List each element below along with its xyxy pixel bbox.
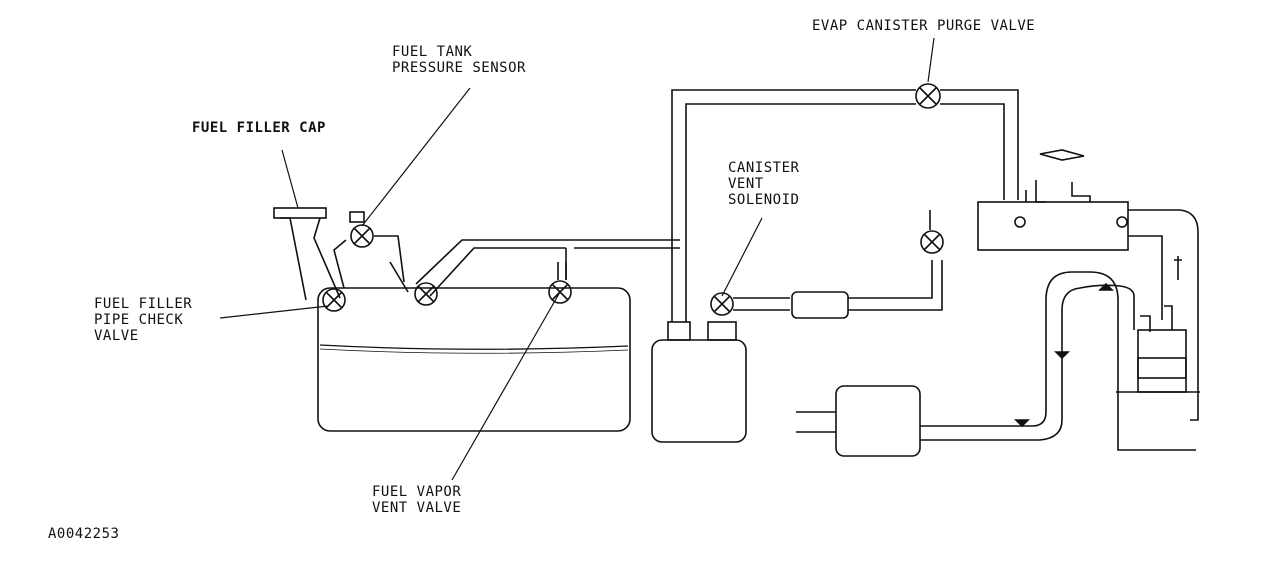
canister-vent-solenoid-label: CANISTER VENT SOLENOID	[728, 160, 799, 208]
vent-valve-symbols	[414, 262, 572, 306]
leader-lines	[219, 37, 935, 481]
fuel-filler-pipe-check-valve-line-3: VALVE	[94, 328, 139, 344]
canister-vent-solenoid-line-3: SOLENOID	[728, 192, 800, 208]
pressure-sensor-symbol	[333, 211, 405, 289]
fuel-filler-cap-label: FUEL FILLER CAP	[192, 120, 326, 136]
filler-pipe-check-valve-symbol	[322, 288, 346, 312]
fuel-vapor-vent-valve-line-2: VENT VALVE	[372, 500, 462, 516]
fuel-filler-cap-shape	[273, 207, 341, 301]
purge-line	[671, 89, 1019, 322]
figure-id-label: A0042253	[48, 526, 120, 542]
fuel-vapor-vent-valve-line-1: FUEL VAPOR	[372, 484, 462, 500]
vapor-lines	[389, 239, 680, 297]
fuel-vapor-vent-valve-label: FUEL VAPOR VENT VALVE	[372, 484, 461, 516]
fuel-tank	[317, 287, 631, 432]
vent-solenoid-symbol	[710, 210, 944, 319]
engine-intake	[977, 149, 1200, 451]
air-intake-duct	[796, 271, 1135, 457]
fuel-tank-pressure-sensor-line-2: PRESSURE SENSOR	[392, 60, 526, 76]
canister-vent-solenoid-line-1: CANISTER	[728, 160, 800, 176]
fuel-tank-pressure-sensor-line-1: FUEL TANK	[392, 44, 473, 60]
fuel-filler-pipe-check-valve-line-1: FUEL FILLER	[94, 296, 193, 312]
canister-vent-solenoid-line-2: VENT	[728, 176, 764, 192]
evap-canister-purge-valve-label: EVAP CANISTER PURGE VALVE	[812, 18, 1036, 34]
evap-canister	[651, 321, 747, 443]
fuel-filler-pipe-check-valve-label: FUEL FILLER PIPE CHECK VALVE	[94, 296, 192, 344]
purge-valve-symbol	[915, 83, 941, 109]
fuel-filler-pipe-check-valve-line-2: PIPE CHECK	[94, 312, 184, 328]
fuel-tank-pressure-sensor-label: FUEL TANK PRESSURE SENSOR	[392, 44, 526, 76]
